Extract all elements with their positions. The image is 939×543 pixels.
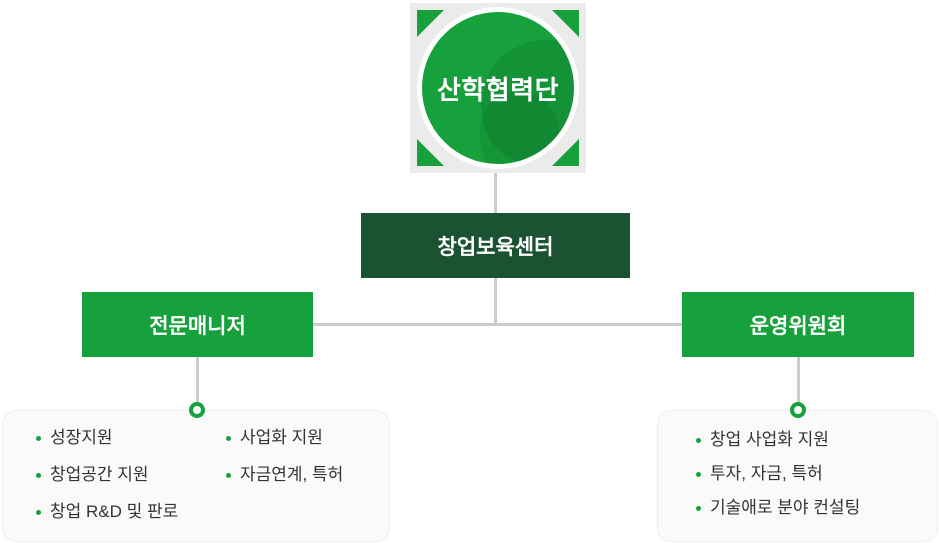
manager-panel: 성장지원 창업공간 지원 창업 R&D 및 판로 사업화 지원 자금연계, 특허 — [2, 410, 390, 542]
list-item: 기술애로 분야 컨설팅 — [696, 496, 937, 520]
manager-panel-column-1: 성장지원 창업공간 지원 창업 R&D 및 판로 — [36, 426, 226, 541]
connector-root-to-center — [494, 173, 497, 213]
bullet-dot-icon — [226, 473, 231, 478]
bullet-dot-icon — [696, 506, 701, 511]
bullet-dot-icon — [226, 436, 231, 441]
list-item: 사업화 지원 — [226, 426, 343, 450]
list-item: 투자, 자금, 특허 — [696, 462, 937, 486]
manager-panel-column-2: 사업화 지원 자금연계, 특허 — [226, 426, 343, 541]
connector-branch-horizontal — [313, 323, 683, 326]
list-item: 창업공간 지원 — [36, 463, 226, 487]
connector-manager-to-panel — [196, 357, 199, 404]
list-item: 창업 R&D 및 판로 — [36, 500, 226, 524]
bullet-dot-icon — [36, 473, 41, 478]
list-item: 창업 사업화 지원 — [696, 428, 937, 452]
list-item-label: 투자, 자금, 특허 — [710, 464, 823, 483]
node-steering-committee: 운영위원회 — [682, 292, 914, 357]
root-node-label: 산학협력단 — [436, 74, 560, 105]
list-item-label: 성장지원 — [50, 428, 113, 447]
node-professional-manager: 전문매니저 — [82, 292, 313, 357]
committee-panel: 창업 사업화 지원 투자, 자금, 특허 기술애로 분야 컨설팅 — [657, 410, 938, 542]
list-item-label: 기술애로 분야 컨설팅 — [710, 498, 861, 517]
committee-panel-list: 창업 사업화 지원 투자, 자금, 특허 기술애로 분야 컨설팅 — [696, 428, 937, 520]
root-node-circle: 산학협력단 — [422, 12, 574, 164]
list-item: 성장지원 — [36, 426, 226, 450]
bullet-dot-icon — [696, 472, 701, 477]
list-item-label: 사업화 지원 — [240, 428, 323, 447]
connector-ring-icon — [189, 402, 205, 418]
node-professional-manager-label: 전문매니저 — [149, 314, 246, 338]
node-incubation-center: 창업보육센터 — [361, 213, 630, 278]
list-item-label: 창업 R&D 및 판로 — [50, 502, 179, 521]
connector-center-to-branch — [494, 278, 497, 323]
bullet-dot-icon — [36, 510, 41, 515]
list-item-label: 창업공간 지원 — [50, 465, 149, 484]
bullet-dot-icon — [36, 436, 41, 441]
list-item: 자금연계, 특허 — [226, 463, 343, 487]
list-item-label: 자금연계, 특허 — [240, 465, 344, 484]
connector-committee-to-panel — [797, 357, 800, 404]
node-incubation-center-label: 창업보육센터 — [437, 235, 554, 259]
connector-ring-icon — [790, 402, 806, 418]
node-steering-committee-label: 운영위원회 — [749, 314, 847, 338]
list-item-label: 창업 사업화 지원 — [710, 430, 829, 449]
root-node-badge: 산학협력단 — [410, 3, 586, 173]
bullet-dot-icon — [696, 438, 701, 443]
